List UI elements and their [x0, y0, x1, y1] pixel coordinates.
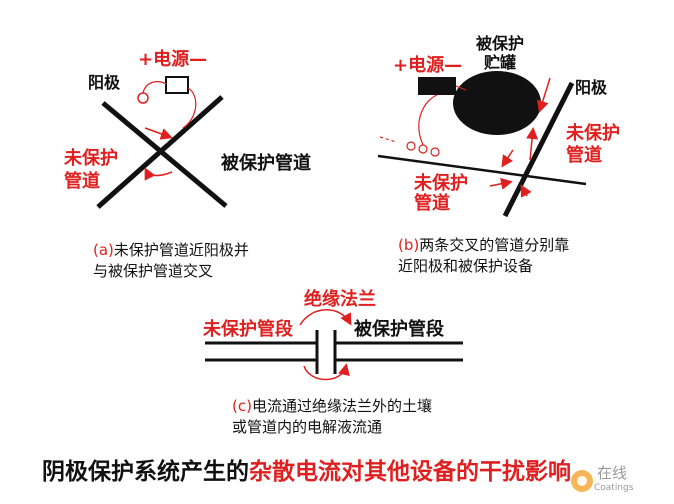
power-label-a: +电源— — [138, 49, 208, 70]
current-arrow-a2 — [144, 167, 173, 181]
watermark-logo-icon — [571, 470, 593, 492]
anode-b2 — [418, 144, 428, 154]
caption-b-line2: 近阳极和被保护设备 — [398, 257, 534, 275]
unprotected-label-b-1: 未保护 — [414, 173, 468, 194]
tank-label-b-1: 被保护 — [476, 34, 525, 53]
current-arrow-b2 — [526, 127, 539, 161]
diagram-b — [377, 71, 587, 218]
footer-title: 阴极保护系统产生的杂散电流对其他设备的干扰影响 — [42, 461, 571, 484]
watermark-sub: Coatings — [594, 483, 634, 493]
unprotected-pipe-a — [96, 95, 224, 209]
protected-pipe-a — [101, 101, 228, 208]
wire-b-anode — [418, 94, 438, 146]
protected-label-c: 被保护管段 — [354, 319, 444, 340]
current-arrow-b3 — [501, 149, 514, 168]
power-source-box-b — [418, 77, 456, 95]
current-arrow-b5 — [520, 184, 532, 198]
caption-c-prefix: (c) — [232, 397, 252, 415]
anode-a — [137, 92, 149, 104]
wire-a-pipe — [182, 87, 197, 129]
current-arrow-c-under — [303, 363, 350, 381]
caption-c-line1: (c)电流通过绝缘法兰外的土壤 — [232, 399, 432, 414]
protected-pipe-b — [502, 81, 575, 218]
unprotected-label-a-1: 未保护 — [64, 148, 118, 169]
flange-label-c: 绝缘法兰 — [304, 289, 376, 310]
protected-label-a: 被保护管道 — [221, 153, 311, 174]
protected-label-b-2: 管道 — [566, 145, 602, 166]
power-source-box-a — [165, 76, 189, 94]
wire-b-dash — [379, 136, 397, 143]
anode-b3 — [430, 147, 440, 157]
unprotected-label-b-2: 管道 — [414, 193, 450, 214]
current-arrow-c-over — [299, 309, 352, 326]
unprotected-label-a-2: 管道 — [64, 171, 100, 192]
caption-b-text1: 两条交叉的管道分别靠 — [419, 236, 570, 254]
current-arrow-b4 — [489, 177, 513, 190]
current-arrow-a1 — [144, 127, 173, 140]
anode-pipe-b — [377, 154, 587, 186]
anode-label-b: 阳极 — [575, 78, 608, 97]
anode-label-a: 阳极 — [88, 73, 121, 92]
diagram-c — [205, 309, 463, 381]
footer-title-red: 杂散电流对其他设备的干扰 — [249, 459, 525, 485]
diagram-a — [96, 76, 228, 209]
caption-a-prefix: (a) — [93, 241, 114, 259]
caption-a-text1: 未保护管道近阳极并 — [113, 241, 249, 259]
caption-a-line1: (a)未保护管道近阳极并 — [93, 243, 249, 258]
anode-b1 — [406, 141, 416, 151]
wire-b-tank — [455, 85, 467, 91]
caption-c-text1: 电流通过绝缘法兰外的土壤 — [251, 397, 432, 415]
power-label-b: +电源— — [393, 55, 463, 76]
protected-label-b-1: 未保护 — [566, 123, 620, 144]
tank-b — [453, 71, 541, 135]
current-arrow-b1 — [536, 77, 551, 113]
caption-b-prefix: (b) — [398, 236, 420, 254]
caption-a-line2: 与被保护管道交叉 — [93, 262, 214, 280]
footer-title-black: 阴极保护系统产生的 — [42, 459, 249, 485]
unprotected-label-c: 未保护管段 — [203, 319, 293, 340]
watermark-text: 在线 — [597, 464, 628, 482]
tank-label-b-2: 贮罐 — [484, 53, 517, 72]
caption-c-line2: 或管道内的电解液流通 — [232, 418, 383, 436]
caption-b-line1: (b)两条交叉的管道分别靠 — [398, 238, 569, 253]
wire-a-anode — [142, 81, 167, 94]
footer-title-tail: 影响 — [525, 459, 571, 485]
